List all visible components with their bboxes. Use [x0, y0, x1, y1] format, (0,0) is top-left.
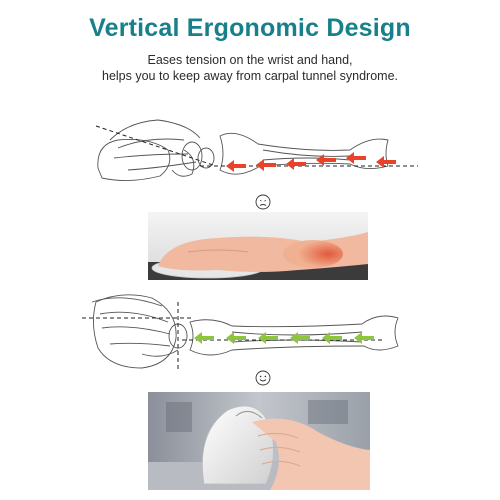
vertical-mouse-outline [93, 294, 177, 369]
flat-mouse-skeleton-diagram [95, 119, 418, 181]
relief-arrows-green [194, 332, 374, 344]
flat-mouse-outline [97, 139, 171, 181]
flat-mouse-hand-photo [148, 212, 368, 280]
vertical-mouse-hand-photo [148, 392, 370, 490]
wrist-angle-line [95, 125, 217, 167]
tension-arrows-red [226, 152, 396, 172]
forearm-bones [219, 132, 389, 175]
hand-bones [109, 119, 201, 177]
sad-face-icon [255, 194, 271, 210]
happy-face-icon [255, 370, 271, 386]
subtitle-line-1: Eases tension on the wrist and hand, [147, 53, 353, 67]
page-title: Vertical Ergonomic Design [89, 14, 411, 42]
hand-bones [91, 297, 179, 357]
vertical-mouse-skeleton-diagram [82, 294, 399, 372]
forearm-bones [189, 315, 399, 356]
subtitle-line-2: helps you to keep away from carpal tunne… [102, 69, 398, 83]
